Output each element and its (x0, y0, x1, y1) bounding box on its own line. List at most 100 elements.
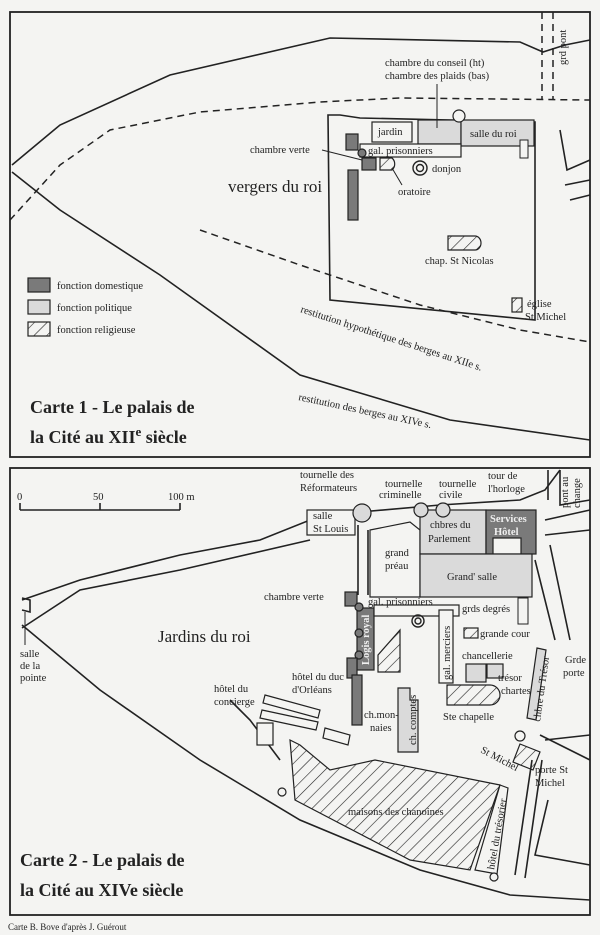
label-gal-merciers: gal. merciers (442, 626, 453, 680)
sainte-chapelle (446, 684, 501, 706)
shore-hypothetical-north (9, 97, 591, 221)
grand-preau (369, 521, 421, 598)
label-berges-xii: restitution hypothétique des berges au X… (299, 304, 483, 373)
chambre-conseil (417, 119, 462, 145)
label-oratoire: oratoire (398, 187, 431, 198)
tower (354, 628, 364, 638)
shore-north (11, 37, 591, 166)
salle-pointe (21, 597, 31, 614)
label-vergers: vergers du roi (228, 177, 322, 196)
gal-prisonniers (373, 604, 460, 617)
map-1-title-line2: la Cité au XIIe siècle (30, 424, 187, 447)
chambre-verte (361, 157, 377, 171)
label-maisons-chanoines: maisons des chanoines (348, 807, 444, 818)
oratoire (379, 157, 396, 171)
streets (559, 129, 591, 201)
map-2-title-line2: la Cité au XIVe siècle (20, 880, 183, 900)
label-donjon: donjon (432, 164, 462, 175)
label-gal-prisonniers: gal. prisonniers (368, 597, 433, 608)
label-salle-st-louis: salle (313, 511, 333, 522)
scale-0: 0 (17, 492, 22, 503)
label-tournelle-reformateurs: Réformateurs (300, 483, 357, 494)
label-ch-monnaies: ch.mon- (364, 710, 399, 721)
label-hotel-concierge: hôtel du (214, 684, 249, 695)
label-grand-preau: grand (385, 548, 410, 559)
garden-wall (21, 539, 311, 629)
label-chambre-conseil: chambre du conseil (ht) (385, 58, 485, 69)
label-grand-preau: préau (385, 561, 409, 572)
leader-line (321, 149, 363, 161)
wall (229, 699, 281, 761)
palace-enclosure (327, 114, 536, 321)
donjon-inner-icon (415, 163, 425, 173)
label-chambre-verte: chambre verte (250, 145, 310, 156)
label-salle-pointe: de la (20, 661, 40, 672)
label-chancellerie: chancellerie (462, 651, 513, 662)
map-credit: Carte B. Bove d'après J. Guérout (8, 922, 127, 932)
gal-merciers (438, 609, 454, 684)
label-tournelle-criminelle: criminelle (379, 490, 422, 501)
scale-bar: 0 50 100 m (17, 492, 195, 511)
courtyard (492, 537, 522, 555)
label-grd-pont: grd pont (558, 30, 569, 65)
label-jardin: jardin (377, 127, 403, 138)
label-tour-horloge: tour de (488, 471, 518, 482)
grand-pont (541, 12, 554, 100)
tournelle-criminelle (413, 502, 429, 518)
tower (489, 872, 499, 882)
label-jardins: Jardins du roi (158, 627, 251, 646)
streets (514, 734, 591, 879)
label-salle-du-roi: salle du roi (470, 129, 517, 140)
label-tournelle-civile: tournelle (439, 479, 477, 490)
label-pont-change: change (572, 478, 583, 508)
jardin (371, 121, 413, 143)
logis (347, 169, 359, 221)
leader-line (391, 167, 403, 186)
label-services: Hôtel (494, 527, 519, 538)
shore-south-xiv (11, 171, 591, 441)
label-ch-monnaies: naies (370, 723, 392, 734)
tresor-chartes (486, 663, 504, 679)
map-2: 0 50 100 m salle de la pointe salle St L… (9, 467, 591, 916)
donjon-icon (412, 160, 428, 176)
maisons-chanoines (289, 738, 501, 871)
legend-label: fonction politique (57, 303, 132, 314)
label-ch-comptes: ch. comptes (408, 695, 419, 745)
label-grds-degres: grds degrés (462, 604, 510, 615)
chambre-verte-block (345, 133, 359, 151)
legend-swatch-domestique (27, 277, 51, 293)
label-chambre-plaids: chambre des plaids (bas) (385, 71, 490, 82)
legend-swatch-politique (27, 299, 51, 315)
chapelle-st-nicolas (447, 235, 482, 251)
label-grande-cour: grande cour (480, 629, 530, 640)
chambre-comptes (397, 687, 419, 753)
label-chambres-parlement: chbres du (430, 520, 471, 531)
label-tresor-chartes: chartes (501, 686, 531, 697)
shore-south (21, 624, 591, 901)
tournelle-reformateurs (352, 503, 372, 523)
building-religious (377, 628, 401, 673)
label-salle-pointe: pointe (20, 673, 47, 684)
hotel-duc-orleans (351, 674, 363, 726)
label-hotel-concierge: concierge (214, 697, 255, 708)
stairs (519, 139, 529, 159)
tournelle-civile (435, 502, 451, 518)
label-tournelle-criminelle: tournelle (385, 479, 423, 490)
donjon-inner-icon (414, 617, 422, 625)
eglise-st-michel (511, 297, 523, 313)
shore-hypothetical-south (199, 229, 591, 343)
scale-100: 100 m (168, 492, 195, 503)
label-salle-pointe: salle (20, 649, 40, 660)
label-ste-chapelle: Ste chapelle (443, 712, 494, 723)
map-1-title-line1: Carte 1 - Le palais de (30, 397, 194, 417)
legend-label: fonction domestique (57, 281, 143, 292)
donjon-icon (411, 614, 425, 628)
label-tournelle-reformateurs: tournelle des (300, 470, 354, 481)
label-chambre-verte: chambre verte (264, 592, 324, 603)
label-porte-st-michel: Michel (535, 778, 565, 789)
label-salle-st-louis: St Louis (313, 524, 348, 535)
salle-st-louis (306, 509, 356, 536)
chambre-verte (344, 591, 358, 607)
label-logis-royal: Logis royal (361, 615, 372, 665)
